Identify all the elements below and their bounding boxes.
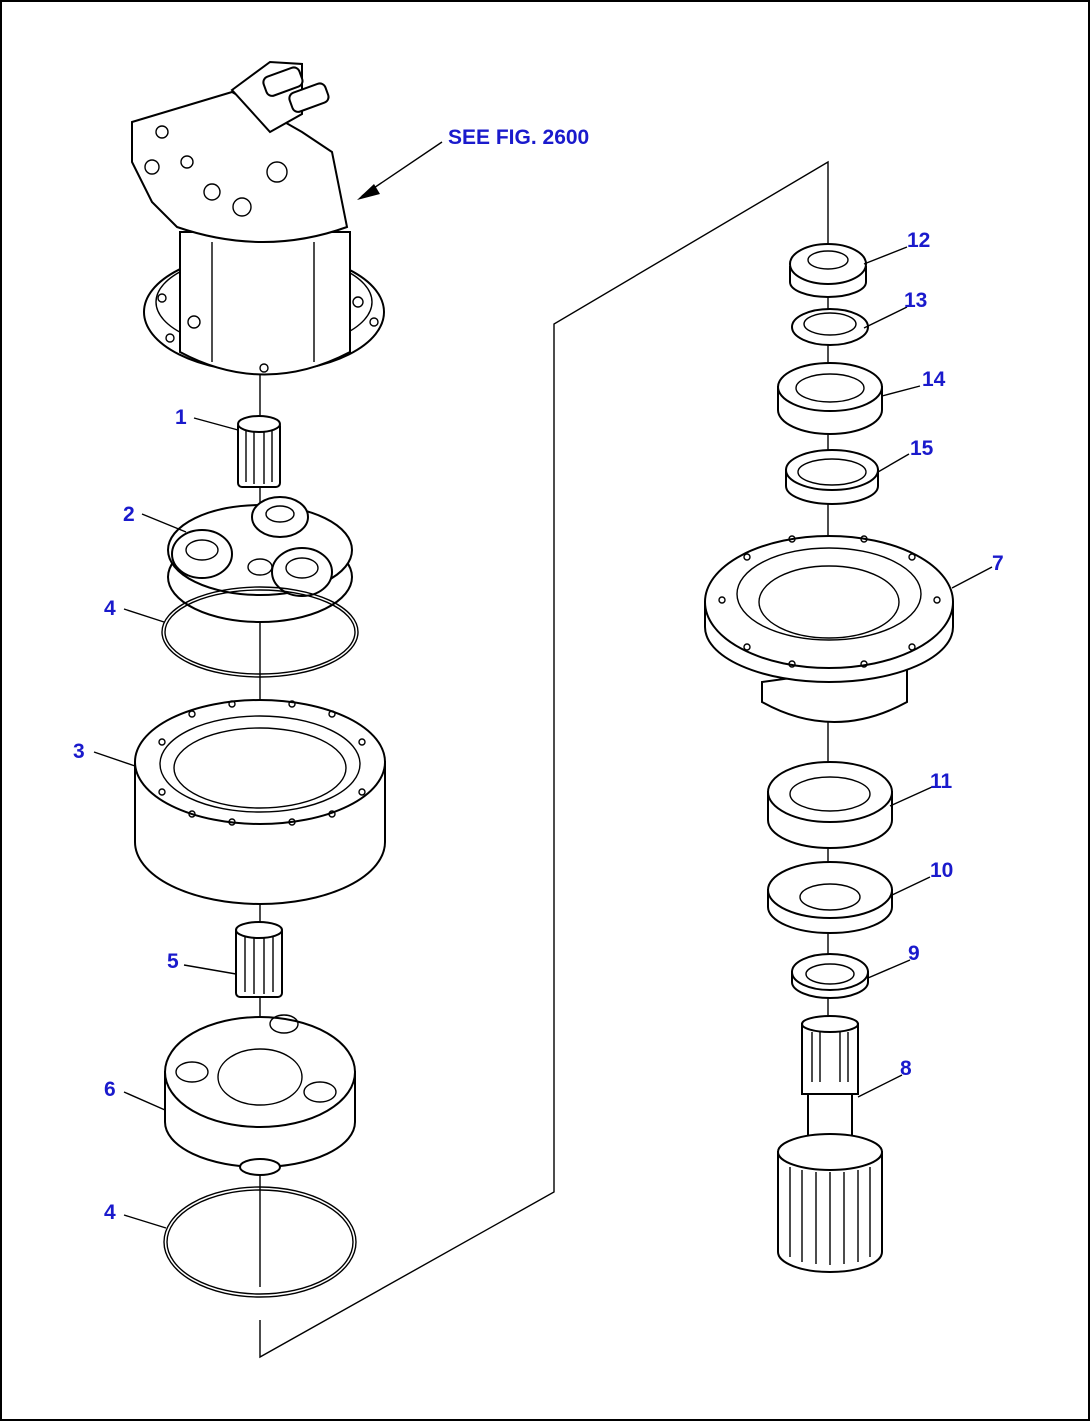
label-part-9: 9 [908,942,920,965]
nut-12 [789,243,867,298]
seal-10 [767,861,893,934]
label-part-14: 14 [922,368,946,391]
seal-15 [785,449,879,505]
pinion-shaft-8 [777,1015,883,1273]
reference-arrow [357,141,443,200]
ring-gear-3 [134,699,386,905]
swing-motor-assembly [131,60,385,376]
bearing-11 [767,761,893,849]
label-part-13: 13 [904,289,927,312]
o-ring-4-lower [163,1186,357,1298]
label-part-8: 8 [900,1057,912,1080]
reference-label: SEE FIG. 2600 [448,126,589,149]
label-part-15: 15 [910,437,934,460]
label-part-3: 3 [73,740,85,763]
label-part-4-upper: 4 [104,597,116,620]
gear-5 [235,921,283,998]
ring-9 [791,953,869,999]
label-part-12: 12 [907,229,930,252]
ring-13 [791,308,869,346]
label-part-7: 7 [992,552,1004,575]
assembly-connector-line [259,160,829,1359]
label-part-1: 1 [175,406,187,429]
o-ring-4-upper [161,586,359,678]
label-part-6: 6 [104,1078,116,1101]
label-part-11: 11 [930,770,953,793]
planetary-carrier-2 [167,496,353,623]
planetary-carrier-6 [164,1014,356,1176]
label-part-4-lower: 4 [104,1201,116,1224]
label-part-2: 2 [123,503,135,526]
label-part-5: 5 [167,950,179,973]
case-7 [704,535,954,723]
label-part-10: 10 [930,859,953,882]
bearing-14 [777,362,883,435]
gear-1 [237,415,281,488]
leader-lines [93,246,993,1229]
